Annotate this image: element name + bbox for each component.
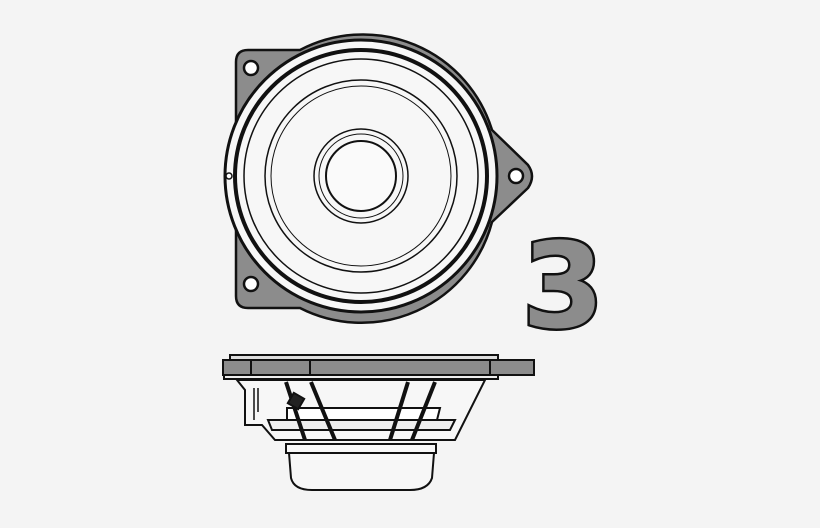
number-label: 3 bbox=[519, 215, 606, 358]
flange-bar bbox=[222, 359, 535, 376]
dust-cap-mid bbox=[318, 133, 404, 219]
terminal-dot bbox=[225, 172, 233, 180]
basket-ribs bbox=[284, 381, 437, 441]
basket-step bbox=[286, 407, 442, 421]
surround-inner bbox=[243, 58, 479, 294]
dust-cap-outer bbox=[313, 128, 409, 224]
speaker-side-view bbox=[222, 354, 535, 491]
mount-hole-bottom-left bbox=[242, 275, 260, 293]
basket-rim bbox=[266, 419, 457, 431]
surround-outer bbox=[233, 48, 489, 304]
mount-hole-right bbox=[507, 167, 525, 185]
magnet-top bbox=[285, 443, 437, 454]
flange-base bbox=[223, 374, 499, 380]
cone-ring bbox=[264, 79, 458, 273]
speaker-top-view bbox=[223, 33, 534, 324]
mount-hole-top-left bbox=[242, 59, 260, 77]
cone-ring-inner bbox=[270, 85, 452, 267]
terminal bbox=[286, 391, 306, 411]
magnet bbox=[287, 452, 436, 491]
number-3: 3 bbox=[522, 217, 604, 355]
dust-cap bbox=[325, 140, 397, 212]
